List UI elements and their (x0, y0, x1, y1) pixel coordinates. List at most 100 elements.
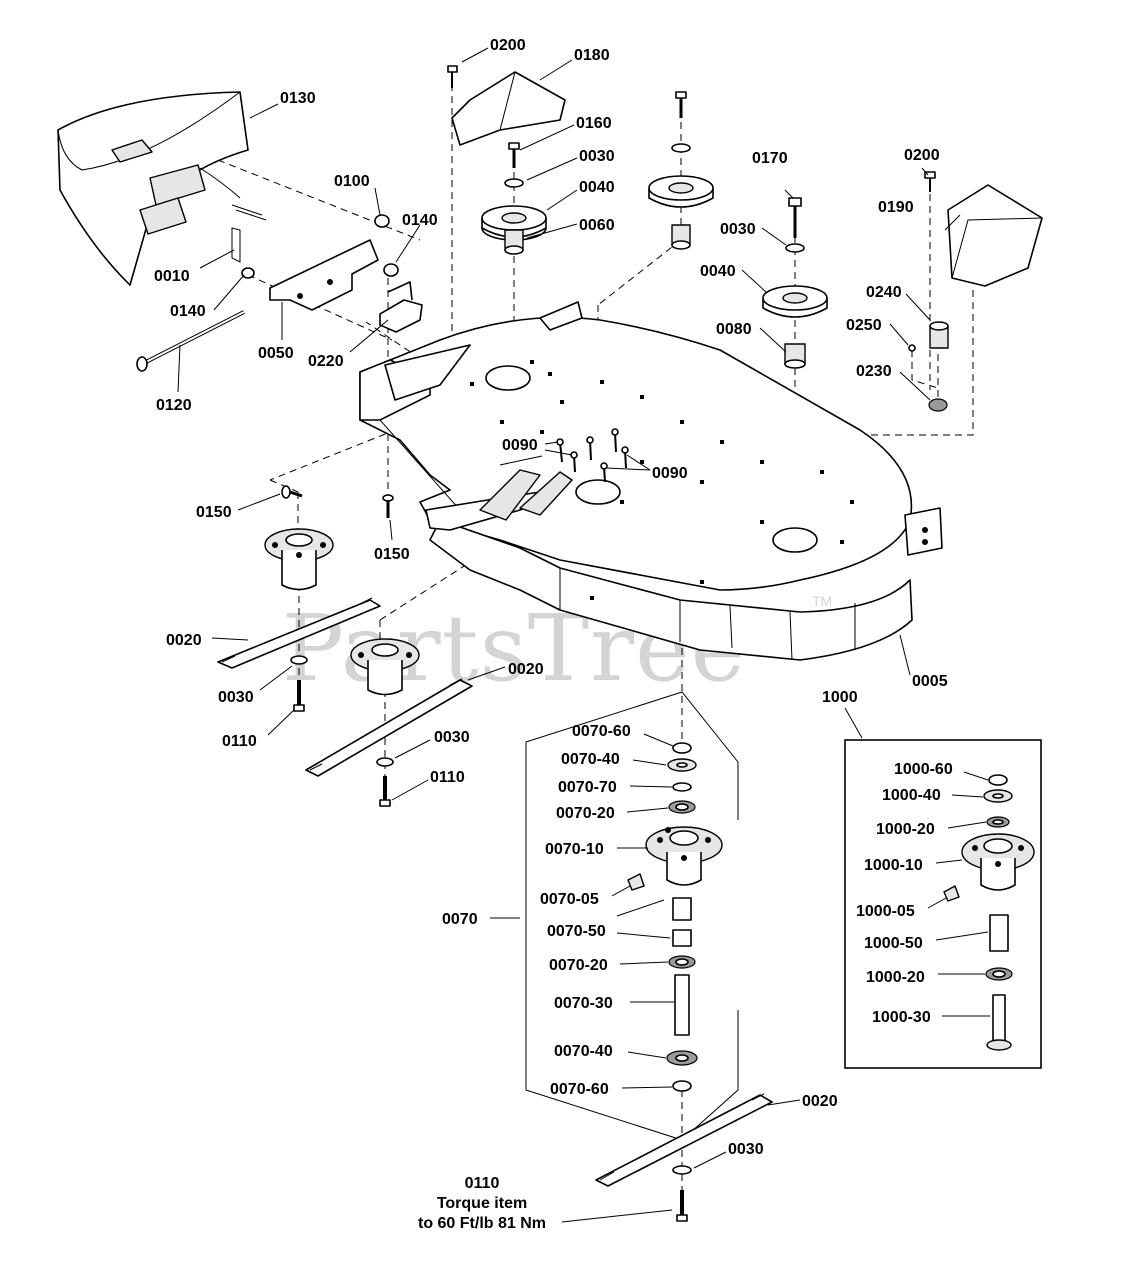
label-0240: 0240 (866, 284, 902, 301)
label-0020b: 0020 (508, 661, 544, 678)
blade-0020a (217, 597, 381, 669)
label-0040a: 0040 (579, 179, 615, 196)
label-0070: 0070 (442, 911, 478, 928)
label-0160: 0160 (576, 115, 612, 132)
label-0220: 0220 (308, 353, 344, 370)
deflector-0130 (57, 91, 267, 286)
spacer-0080 (784, 343, 806, 369)
label-0140a: 0140 (402, 212, 438, 229)
label-0070-60b: 0070-60 (550, 1081, 609, 1098)
label-1000-60: 1000-60 (894, 761, 953, 778)
spindle-assembly-0070-parts (627, 742, 723, 1092)
label-1000-20b: 1000-20 (866, 969, 925, 986)
spindle-assembly-1000-parts (943, 774, 1035, 1051)
label-0070-05: 0070-05 (540, 891, 599, 908)
washer-0030a (504, 178, 524, 188)
blade-0020b (305, 678, 473, 777)
label-0030a: 0030 (579, 148, 615, 165)
bolt-0170 (788, 197, 802, 238)
pulley-0040b (648, 175, 714, 208)
label-0070-30: 0070-30 (554, 995, 613, 1012)
label-0020a: 0020 (166, 632, 202, 649)
label-0200a: 0200 (490, 37, 526, 54)
label-0090b: 0090 (652, 465, 688, 482)
washer-0030-left1 (290, 655, 308, 665)
spacer-0060b (671, 224, 691, 250)
nut-0100 (374, 214, 390, 228)
pulley-0040c (762, 285, 828, 318)
label-0200b: 0200 (904, 147, 940, 164)
label-0130: 0130 (280, 90, 316, 107)
label-0140b: 0140 (170, 303, 206, 320)
label-0070-40a: 0070-40 (561, 751, 620, 768)
torque-note-line2: to 60 Ft/lb 81 Nm (418, 1215, 546, 1232)
label-0110a: 0110 (222, 733, 257, 750)
cover-0180 (451, 71, 566, 146)
spacer-0060 (504, 229, 524, 255)
label-1000-40: 1000-40 (882, 787, 941, 804)
washer-0030c (785, 243, 805, 253)
cover-0190 (947, 184, 1043, 287)
washer-0030b (671, 143, 691, 153)
spindle-assembly-1000-box (844, 739, 1042, 1069)
label-0050: 0050 (258, 345, 294, 362)
bracket-0050 (269, 239, 379, 311)
label-1000: 1000 (822, 689, 858, 706)
label-0030b: 0030 (720, 221, 756, 238)
label-0180: 0180 (574, 47, 610, 64)
label-0060: 0060 (579, 217, 615, 234)
bolt-0150a (281, 485, 303, 499)
bolt-0200b (924, 171, 936, 192)
bolt-0200a (447, 65, 458, 88)
label-0110-torque: 0110 (465, 1175, 500, 1192)
label-0020c: 0020 (802, 1093, 838, 1110)
label-1000-30: 1000-30 (872, 1009, 931, 1026)
label-0190: 0190 (878, 199, 914, 216)
label-0170: 0170 (752, 150, 788, 167)
label-0005: 0005 (912, 673, 948, 690)
label-0030d: 0030 (434, 729, 470, 746)
bolt-0110b (379, 776, 391, 807)
spindle-left-1 (264, 528, 334, 591)
label-0070-20b: 0070-20 (549, 957, 608, 974)
label-0230: 0230 (856, 363, 892, 380)
part-labels: 0200 0180 0130 0160 0030 0040 0060 0170 … (154, 37, 953, 1232)
label-1000-50: 1000-50 (864, 935, 923, 952)
screw-0250 (908, 344, 916, 352)
bolts-0090 (556, 428, 629, 483)
label-1000-05: 1000-05 (856, 903, 915, 920)
washer-0140a (241, 267, 255, 279)
label-0070-40b: 0070-40 (554, 1043, 613, 1060)
label-0150b: 0150 (374, 546, 410, 563)
label-0030c: 0030 (218, 689, 254, 706)
washer-0030-bottom (672, 1165, 692, 1175)
part-0240 (929, 321, 949, 349)
bolt-0110-bottom (676, 1190, 688, 1222)
bolt-0160b (675, 91, 687, 118)
washer-0140b (383, 263, 399, 277)
bolt-0150b (382, 494, 394, 518)
bolt-0110a (293, 680, 305, 712)
washer-0030-left2 (376, 757, 394, 767)
label-0080: 0080 (716, 321, 752, 338)
rod-0120 (136, 310, 245, 372)
label-1000-10: 1000-10 (864, 857, 923, 874)
label-0070-20a: 0070-20 (556, 805, 615, 822)
label-0070-10: 0070-10 (545, 841, 604, 858)
torque-note-line1: Torque item (437, 1195, 527, 1212)
label-0070-70: 0070-70 (558, 779, 617, 796)
bolt-0160 (508, 142, 520, 168)
label-0070-50: 0070-50 (547, 923, 606, 940)
label-0070-60a: 0070-60 (572, 723, 631, 740)
label-0090a: 0090 (502, 437, 538, 454)
label-0100: 0100 (334, 173, 370, 190)
label-0010: 0010 (154, 268, 190, 285)
label-0040b: 0040 (700, 263, 736, 280)
spindle-assembly-0070-outline (525, 691, 739, 1141)
watermark-trademark: TM (812, 593, 832, 609)
leader-lines (177, 47, 990, 1223)
fitting-0230 (928, 398, 948, 412)
label-0120: 0120 (156, 397, 192, 414)
label-0030e: 0030 (728, 1141, 764, 1158)
